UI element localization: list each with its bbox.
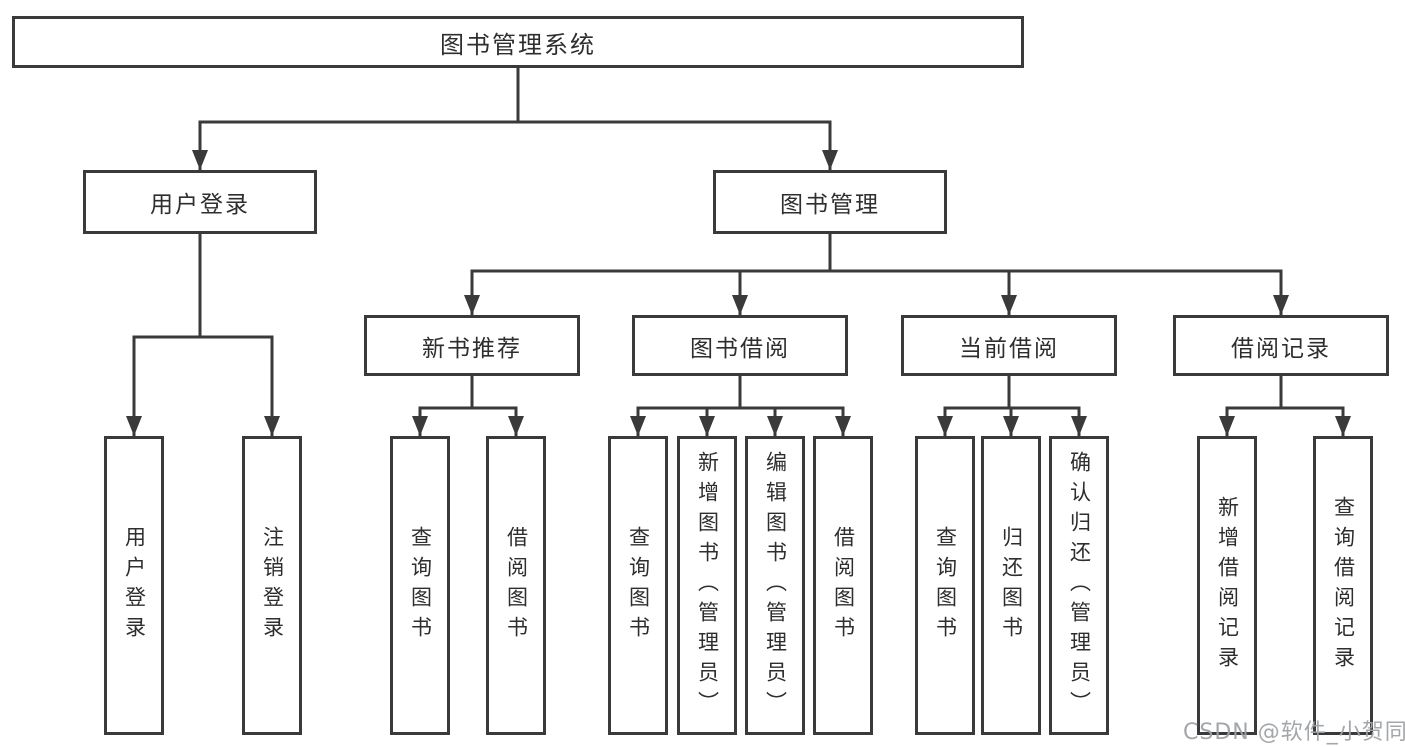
leaf-records-query: 查询借阅记录 — [1313, 436, 1373, 735]
node-new-book-recommend: 新书推荐 — [364, 315, 580, 376]
leaf-borrow-borrow: 借阅图书 — [813, 436, 873, 735]
node-root-system: 图书管理系统 — [12, 16, 1024, 68]
leaf-records-add: 新增借阅记录 — [1197, 436, 1257, 735]
leaf-newbook-query: 查询图书 — [390, 436, 450, 735]
leaf-user-login: 用户登录 — [104, 436, 164, 735]
leaf-current-confirm-admin: 确认归还（管理员） — [1049, 436, 1109, 735]
node-book-management-branch: 图书管理 — [713, 170, 947, 234]
node-book-borrow: 图书借阅 — [632, 315, 848, 376]
leaf-borrow-add-admin: 新增图书（管理员） — [677, 436, 737, 735]
leaf-borrow-query: 查询图书 — [608, 436, 668, 735]
leaf-current-return: 归还图书 — [981, 436, 1041, 735]
leaf-current-query: 查询图书 — [915, 436, 975, 735]
node-borrow-records: 借阅记录 — [1173, 315, 1389, 376]
leaf-user-logout: 注销登录 — [242, 436, 302, 735]
csdn-watermark: CSDN @软件_小贺同学 — [1183, 720, 1405, 745]
node-user-login-branch: 用户登录 — [83, 170, 317, 234]
leaf-newbook-borrow: 借阅图书 — [486, 436, 546, 735]
leaf-borrow-edit-admin: 编辑图书（管理员） — [745, 436, 805, 735]
node-current-borrow: 当前借阅 — [901, 315, 1117, 376]
